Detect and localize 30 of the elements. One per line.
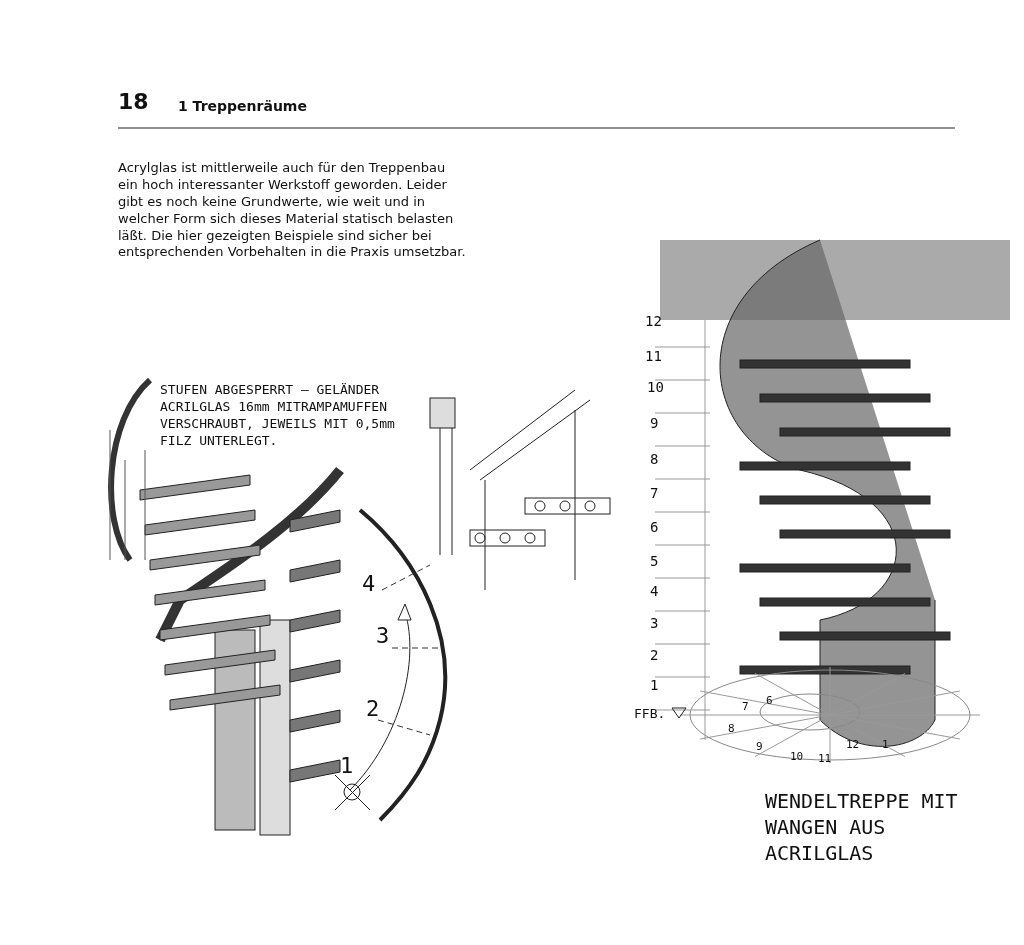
height-number: 11 — [645, 347, 662, 366]
drawing-caption: WENDELTREPPE MIT WANGEN AUS ACRILGLAS — [765, 788, 959, 866]
plan-step-number: 6 — [766, 694, 773, 709]
height-number: 6 — [650, 518, 659, 537]
height-number: 1 — [650, 676, 659, 695]
chapter-heading: 1 Treppenräume — [178, 97, 308, 116]
plan-step-number: 11 — [818, 752, 832, 767]
plan-step-number: 9 — [756, 740, 763, 755]
body-paragraph: Acrylglas ist mittlerweile auch für den Treppenbau ein hoch interessanter Werkstoff geworden. Leider gibt es noch keine Grundwerte, wie weit und in welcher Form sich dieses Material statisch belasten läßt. Die hier gezeigten Beispiele sind sicher bei entsprechenden Vorbehalten in die Praxis umsetzbar. — [118, 160, 467, 262]
height-number: 7 — [650, 484, 659, 503]
height-number: 12 — [645, 312, 662, 331]
height-number: 2 — [650, 646, 659, 665]
step-number: 2 — [366, 695, 380, 723]
height-number: 5 — [650, 552, 659, 571]
step-number: 3 — [376, 622, 390, 650]
plan-step-number: 7 — [742, 700, 749, 715]
plan-step-number: 1 — [882, 738, 889, 753]
height-number: 9 — [650, 414, 659, 433]
height-number: 10 — [647, 378, 664, 397]
page-number: 18 — [118, 88, 149, 116]
step-number: 1 — [340, 752, 354, 780]
level-label: FFB. — [634, 706, 666, 723]
height-number: 3 — [650, 614, 659, 633]
height-number: 4 — [650, 582, 659, 601]
height-number: 8 — [650, 450, 659, 469]
step-number: 4 — [362, 570, 376, 598]
plan-step-number: 10 — [790, 750, 804, 765]
plan-step-number: 12 — [846, 738, 860, 753]
plan-step-number: 8 — [728, 722, 735, 737]
handwritten-note: STUFEN ABGESPERRT – GELÄNDER ACRILGLAS 16mm MITRAMPAMUFFEN VERSCHRAUBT, JEWEILS MIT 0,5mm FILZ UNTERLEGT. — [160, 382, 396, 450]
